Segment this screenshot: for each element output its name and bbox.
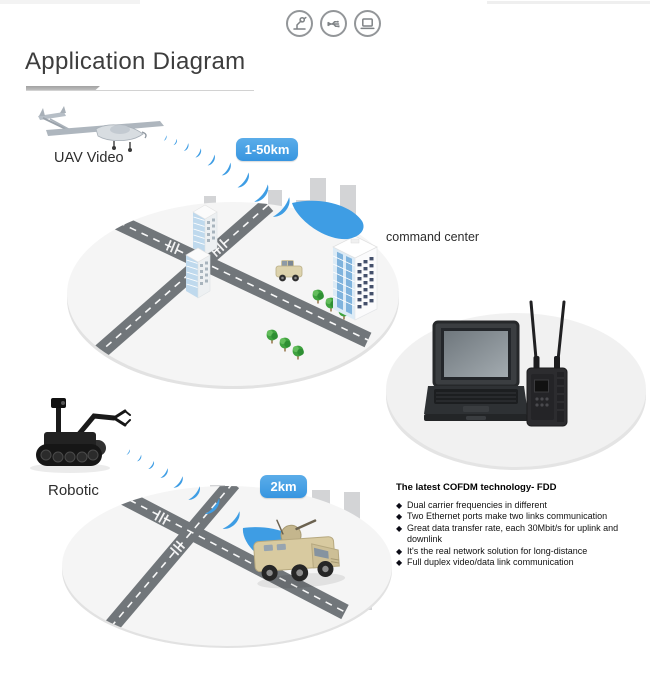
usb-link-icon bbox=[320, 10, 347, 37]
feature-heading: The latest COFDM technology- FDD bbox=[396, 482, 557, 493]
robot-city-scene bbox=[62, 449, 392, 648]
armored-vehicle bbox=[253, 519, 346, 589]
uav-city-scene bbox=[67, 135, 399, 389]
feature-item: ◆ Full duplex video/data link communicat… bbox=[396, 557, 574, 568]
bullet-icon: ◆ bbox=[396, 558, 403, 568]
feature-item: ◆ Two Ethernet ports make two links comm… bbox=[396, 511, 608, 522]
capability-icons bbox=[286, 10, 381, 37]
radio-transceiver bbox=[526, 300, 568, 427]
bullet-icon: ◆ bbox=[396, 512, 403, 522]
feature-item: ◆ Dual carrier frequencies in different bbox=[396, 500, 547, 510]
uav-video-label: UAV Video bbox=[54, 150, 124, 166]
laptop-icon bbox=[354, 10, 381, 37]
rugged-laptop bbox=[424, 320, 528, 421]
robotic-label: Robotic bbox=[48, 482, 99, 499]
signal-beam-uav bbox=[163, 135, 364, 240]
tower-building-2 bbox=[185, 247, 211, 299]
bullet-icon: ◆ bbox=[396, 501, 403, 510]
page-title: Application Diagram bbox=[25, 48, 246, 75]
uav-range-badge: 1-50km bbox=[236, 138, 298, 161]
small-car bbox=[275, 260, 303, 282]
command-center-building bbox=[332, 235, 378, 321]
robotic-arm-icon bbox=[286, 10, 313, 37]
island-1 bbox=[67, 202, 399, 386]
bullet-icon: ◆ bbox=[396, 523, 403, 533]
equipment-scene bbox=[386, 300, 646, 470]
feature-item: ◆ It's the real network solution for lon… bbox=[396, 545, 588, 556]
uav-drone bbox=[38, 106, 164, 152]
island-2 bbox=[62, 486, 392, 646]
top-edge-artifact-right bbox=[487, 1, 650, 4]
tracked-robot bbox=[30, 398, 131, 473]
robot-range-badge: 2km bbox=[260, 475, 307, 498]
top-edge-artifact-left bbox=[0, 0, 140, 4]
feature-list: The latest COFDM technology- FDD ◆ Dual … bbox=[396, 482, 646, 568]
command-center-label: command center bbox=[386, 230, 480, 244]
title-underline bbox=[26, 86, 254, 91]
tower-building-1 bbox=[192, 204, 218, 256]
bullet-icon: ◆ bbox=[396, 546, 403, 556]
feature-item: ◆ Great data transfer rate, each 30Mbit/… bbox=[396, 522, 619, 545]
